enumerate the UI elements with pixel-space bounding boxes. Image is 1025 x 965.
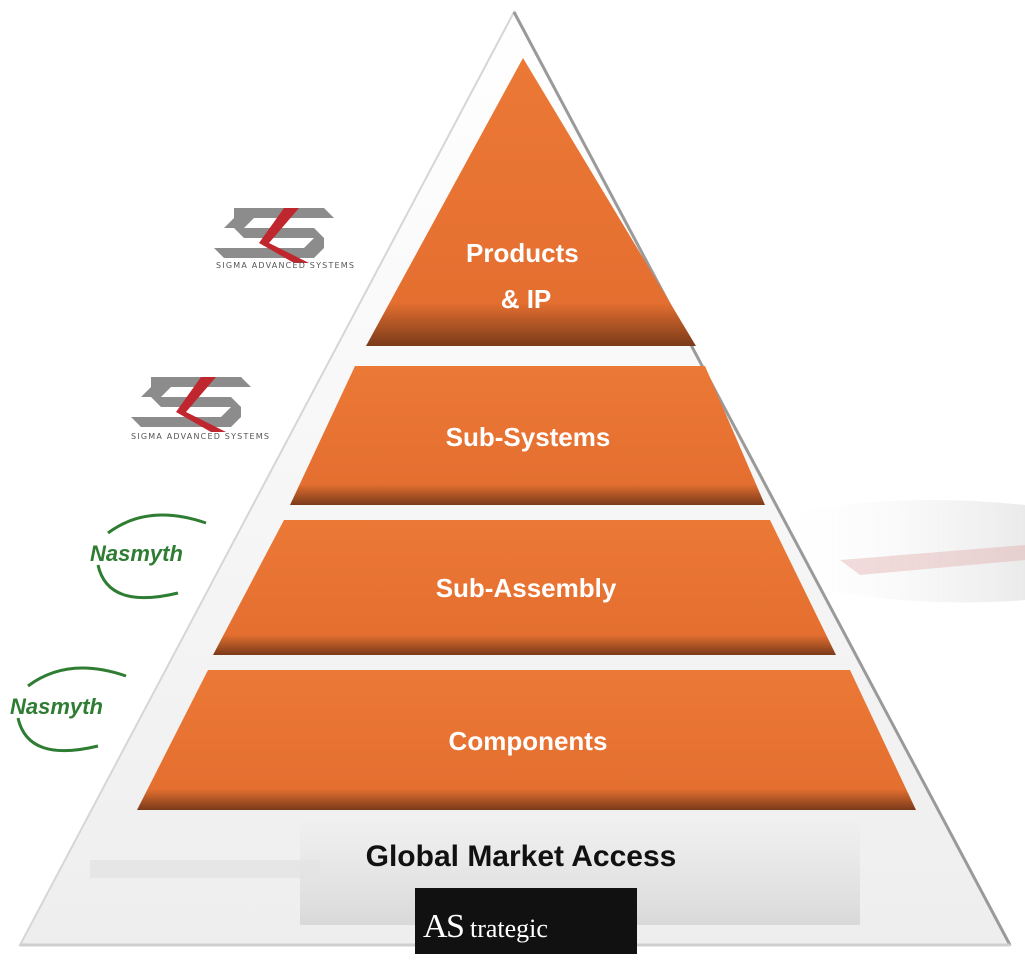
base-shadow-image [90,815,860,925]
nasmyth-logo-text: Nasmyth [10,694,103,719]
sigma-logo-caption: SIGMA ADVANCED SYSTEMS [216,261,355,270]
svg-text:Products & IP: Products & IP [466,238,586,314]
background-airplane-image [760,500,1025,603]
base-title: Global Market Access [366,840,677,873]
tier-products-ip: Products & IP [366,58,696,346]
tier-shape [213,520,836,655]
tier-shape [137,670,916,810]
tier-label-line-1: Products [466,238,579,268]
tier-components: Components [137,670,916,810]
sigma-logo: SIGMA ADVANCED SYSTEMS [131,377,270,441]
as-logo-word: trategic [470,914,548,943]
sigma-logo-caption: SIGMA ADVANCED SYSTEMS [131,432,270,441]
tier-shape [366,58,696,346]
tier-sub-systems: Sub-Systems [290,366,765,505]
tier-label: Components [449,726,608,756]
tier-sub-assembly: Sub-Assembly [213,520,836,655]
tier-label-line-2: & IP [501,284,552,314]
as-logo-letter-a: A [423,908,448,945]
nasmyth-logo: Nasmyth [90,513,207,600]
as-logo-letter-s: S [446,908,465,945]
tier-shape [290,366,765,505]
as-strategic-logo: A S trategic [415,888,637,954]
sigma-logo: SIGMA ADVANCED SYSTEMS [214,208,355,270]
nasmyth-logo: Nasmyth [10,666,127,753]
tier-label: Sub-Assembly [436,573,617,603]
nasmyth-logo-text: Nasmyth [90,541,183,566]
tier-label: Sub-Systems [446,422,611,452]
